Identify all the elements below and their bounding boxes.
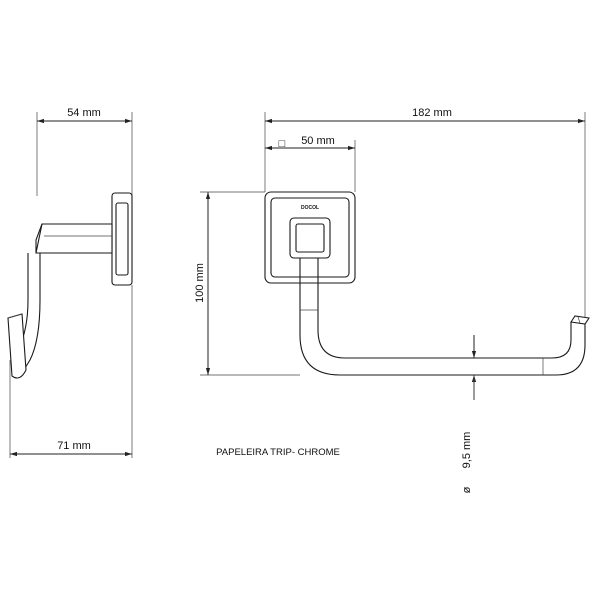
diameter-label: 9,5 mm bbox=[461, 432, 473, 469]
side-end-cap bbox=[7, 313, 27, 379]
front-rod-inner bbox=[317, 258, 572, 359]
base-size-label: 50 mm bbox=[301, 135, 335, 147]
front-view: 182 mm □ 50 mm DOCOL 100 mm 9,5 mm ø bbox=[194, 107, 590, 493]
side-total-label: 71 mm bbox=[57, 440, 91, 452]
square-symbol: □ bbox=[279, 138, 286, 150]
product-caption: PAPELEIRA TRIP- CHROME bbox=[216, 447, 340, 458]
side-wall-plate bbox=[111, 192, 133, 286]
side-arm bbox=[35, 223, 113, 254]
front-rod-tip bbox=[570, 315, 590, 325]
brand-logo: DOCOL bbox=[301, 205, 319, 211]
height-label: 100 mm bbox=[194, 263, 206, 303]
front-length-label: 182 mm bbox=[412, 107, 452, 119]
side-depth-label: 54 mm bbox=[67, 107, 101, 119]
side-view: 54 mm 71 mm bbox=[7, 107, 133, 458]
front-mount-square bbox=[289, 217, 331, 259]
diameter-symbol: ø bbox=[461, 486, 473, 493]
side-hanging-bar bbox=[19, 253, 41, 377]
front-rod-outer bbox=[299, 258, 586, 376]
